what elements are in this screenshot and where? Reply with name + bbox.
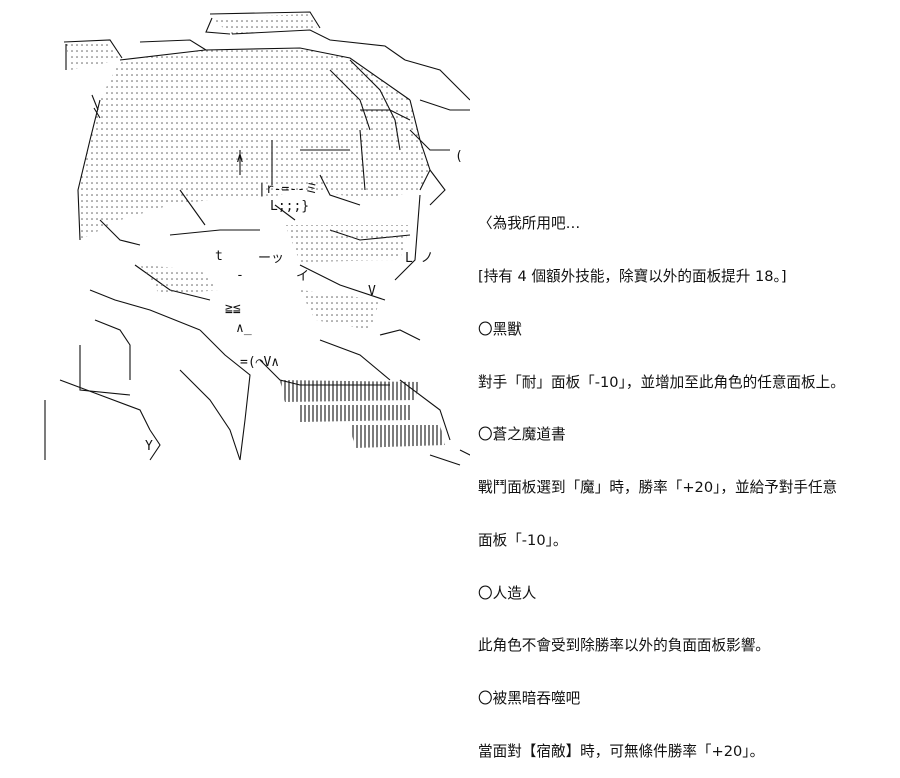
glyph-mouth: ≧≦ [225,301,241,316]
glyph-neck: L ノ [405,251,434,266]
glyph-corner: ( [455,149,463,164]
body [44,289,470,466]
glyph-lower: =(⌒V∧ [240,355,279,370]
panel-line-skill-2: 〇蒼之魔道書 [478,426,566,444]
headpiece [63,11,406,70]
panel-line-skill-3-desc: 此角色不會受到除勝率以外的負面面板影響。 [478,637,770,655]
glyph-bar: |r-=--ミ [258,182,318,197]
glyph-nose: - [236,268,244,283]
panel-line-skill-3: 〇人造人 [478,584,537,602]
glyph-brow-left: ∧ [236,151,244,166]
skill-text-panel: 〈為我所用吧… [持有 4 個額外技能，除寶以外的面板提升 18。] 〇黑獸 對… [478,180,893,778]
glyph-side: イ [296,269,309,284]
panel-line-summary: [持有 4 個額外技能，除寶以外的面板提升 18。] [478,267,787,285]
panel-line-skill-1: 〇黑獸 [478,320,522,338]
panel-line-skill-2-desc-cont: 面板「-10」。 [478,531,568,549]
glyph-small-v: Y [145,439,153,454]
panel-line-skill-1-desc: 對手「耐」面板「-10」，並增加至此角色的任意面板上。 [478,373,845,391]
face [99,129,421,330]
glyph-eye-left: t [215,249,223,264]
glyph-eye-right: ーッ [258,251,284,266]
glyph-right-v: V [368,284,376,299]
glyph-chin: ∧_ [236,321,252,336]
panel-line-skill-4: 〇被黑暗吞噬吧 [478,690,581,708]
panel-line-title: 〈為我所用吧… [478,215,581,233]
panel-line-skill-4-desc: 當面對【宿敵】時，可無條件勝率「+20」。 [478,743,765,760]
ascii-art-character: ∧ |r-=--ミ L;;;} t ーッ - ≧≦ ∧_ =(⌒V∧ イ ( V… [44,11,470,466]
hair [77,47,470,241]
art-glyphs: ∧ |r-=--ミ L;;;} t ーッ - ≧≦ ∧_ =(⌒V∧ イ ( V… [145,149,463,454]
panel-line-skill-2-desc: 戰鬥面板選到「魔」時，勝率「+20」，並給予對手任意 [478,479,838,497]
glyph-mark-l: L;;;} [270,199,309,214]
